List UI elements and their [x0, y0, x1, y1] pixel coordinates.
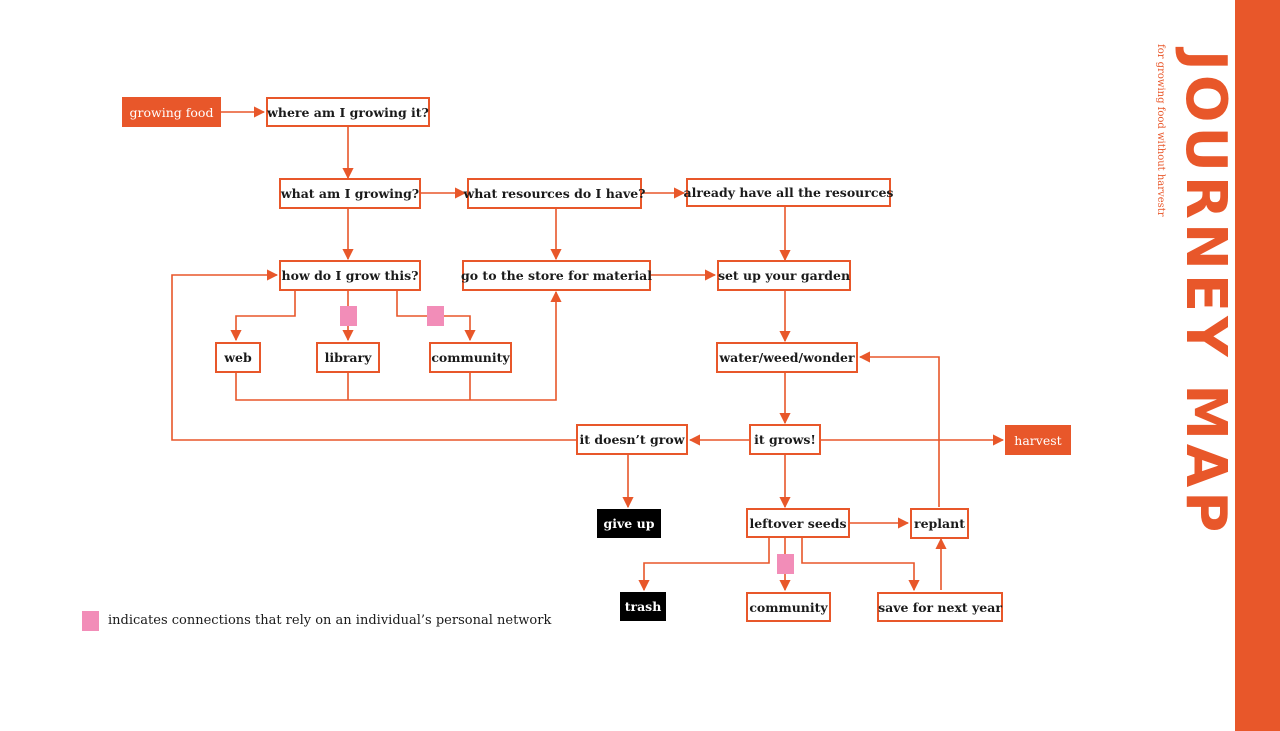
connector-leftover-to-trash: [638, 538, 770, 592]
node-community-sources: community: [429, 342, 512, 373]
pink-marker-leftover-community: [777, 554, 794, 574]
node-where-growing: where am I growing it?: [266, 97, 430, 127]
node-how-grow: how do I grow this?: [279, 260, 421, 291]
node-leftover-seeds: leftover seeds: [746, 508, 850, 538]
node-it-grows: it grows!: [749, 424, 821, 455]
node-community-seeds: community: [746, 592, 831, 622]
connector-how-to-web: [230, 291, 296, 342]
node-save-next-year: save for next year: [877, 592, 1003, 622]
node-doesnt-grow: it doesn’t grow: [576, 424, 688, 455]
connector-sources-to-store: [235, 290, 562, 401]
node-already-have: already have all the resources: [684, 178, 893, 207]
node-give-up: give up: [597, 509, 661, 538]
pink-marker-library: [340, 306, 357, 326]
node-setup-garden: set up your garden: [717, 260, 851, 291]
node-library: library: [316, 342, 380, 373]
legend-pink-swatch: [82, 611, 99, 631]
node-replant: replant: [910, 508, 969, 539]
pink-marker-community: [427, 306, 444, 326]
node-trash: trash: [620, 592, 666, 621]
orange-sidebar-band: [1235, 0, 1280, 731]
connector-leftover-to-save: [801, 538, 920, 592]
connector-replant-to-water: [858, 351, 940, 507]
node-store: go to the store for material: [461, 260, 652, 291]
node-what-growing: what am I growing?: [279, 178, 421, 209]
connector-doesnt-to-how: [171, 269, 576, 441]
node-what-resources: what resources do I have?: [464, 178, 646, 209]
node-growing-food: growing food: [122, 97, 221, 127]
node-water-weed-wonder: water/weed/wonder: [716, 342, 858, 373]
legend-text: indicates connections that rely on an in…: [108, 613, 552, 628]
node-web: web: [215, 342, 261, 373]
node-harvest: harvest: [1005, 425, 1071, 455]
